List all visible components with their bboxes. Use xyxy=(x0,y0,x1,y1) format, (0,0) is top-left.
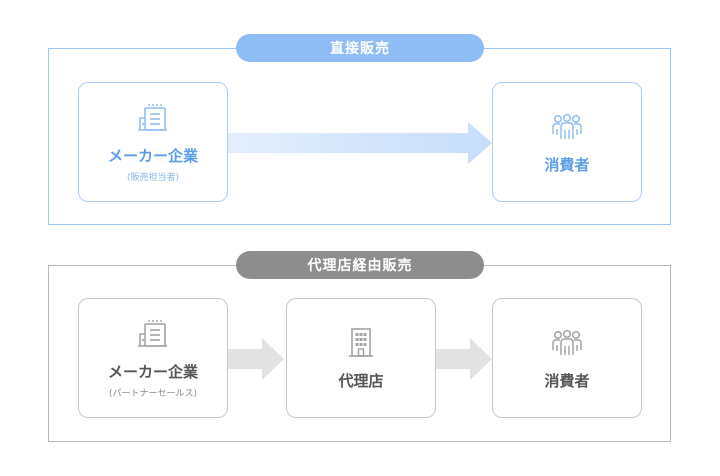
agency-manufacturer-label: メーカー企業 xyxy=(107,363,198,381)
direct-consumer-card: 消費者 xyxy=(492,82,642,202)
agency-card: 代理店 xyxy=(286,298,436,418)
agency-flow-arrow-2 xyxy=(436,338,492,380)
direct-sales-title: 直接販売 xyxy=(236,34,484,62)
agency-consumer-card: 消費者 xyxy=(492,298,642,418)
agency-manufacturer-sublabel: (パートナーセールス) xyxy=(108,389,198,399)
agency-manufacturer-card: メーカー企業 (パートナーセールス) xyxy=(78,298,228,418)
agency-sales-section: 代理店経由販売 xyxy=(48,251,671,442)
agency-flow-arrow-1 xyxy=(228,338,284,380)
factory-icon xyxy=(136,101,170,135)
building-icon xyxy=(344,326,378,360)
direct-manufacturer-card: メーカー企業 (販売担当者) xyxy=(78,82,228,202)
factory-icon xyxy=(136,317,170,351)
agency-sales-title: 代理店経由販売 xyxy=(236,251,484,279)
agency-label: 代理店 xyxy=(338,371,384,390)
direct-manufacturer-sublabel: (販売担当者) xyxy=(126,173,180,183)
agency-consumer-label: 消費者 xyxy=(544,371,590,390)
people-icon xyxy=(550,326,584,360)
direct-sales-section: 直接販売 xyxy=(48,34,671,225)
direct-manufacturer-label: メーカー企業 xyxy=(107,147,198,165)
direct-flow-arrow xyxy=(228,122,492,164)
people-icon xyxy=(550,110,584,144)
direct-consumer-label: 消費者 xyxy=(544,155,590,174)
